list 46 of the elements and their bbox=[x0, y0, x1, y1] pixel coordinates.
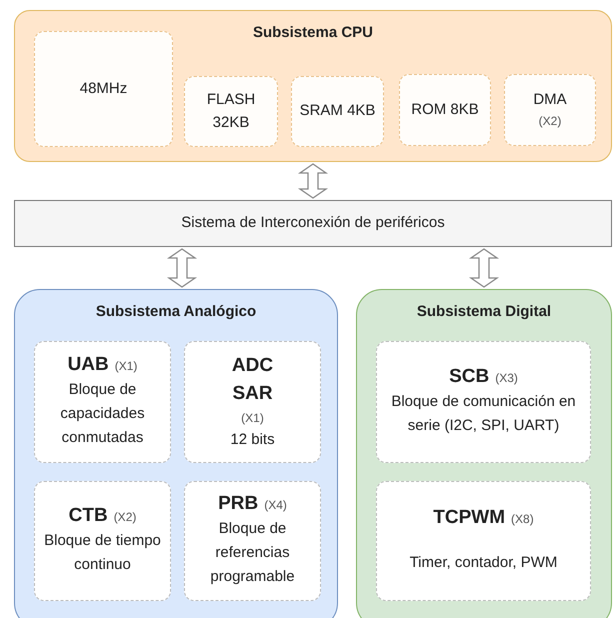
processor-block bbox=[34, 31, 173, 147]
block-name: ADC SAR bbox=[230, 354, 274, 406]
panel-title: Subsistema Digital bbox=[416, 303, 552, 320]
digital-block bbox=[376, 341, 591, 463]
instance-count: (X8) bbox=[511, 512, 534, 526]
memory-block bbox=[399, 74, 491, 146]
panel-title: Subsistema CPU bbox=[252, 24, 374, 41]
block-description: Bloque de capacidades conmutadas bbox=[59, 380, 146, 448]
block-label: SRAM 4KB bbox=[300, 101, 376, 122]
analog-block bbox=[34, 481, 171, 601]
block-name: DMA bbox=[533, 90, 567, 110]
panel-title: Subsistema Analógico bbox=[94, 303, 258, 320]
instance-count: (X1) bbox=[241, 410, 264, 427]
block-name: PRB bbox=[218, 493, 258, 515]
instance-count: (X2) bbox=[114, 510, 136, 524]
memory-block bbox=[291, 76, 384, 147]
memory-block bbox=[184, 76, 278, 147]
instance-count: (X2) bbox=[538, 113, 562, 130]
block-description: Bloque de tiempo continuo bbox=[43, 531, 162, 575]
instance-count: (X1) bbox=[114, 359, 138, 373]
block-description: Bloque de referencias programable bbox=[209, 519, 296, 587]
subsystem-panel bbox=[356, 289, 612, 618]
double-arrow bbox=[298, 163, 328, 199]
subsystem-panel bbox=[14, 289, 338, 618]
analog-block bbox=[184, 481, 321, 601]
analog-block bbox=[34, 341, 171, 463]
instance-count: (X4) bbox=[264, 498, 287, 512]
bus-label: Sistema de Interconexión de periféricos bbox=[181, 213, 445, 234]
block-label: FLASH 32KB bbox=[206, 90, 256, 132]
block-name: CTB bbox=[68, 505, 108, 527]
analog-block bbox=[184, 341, 321, 463]
instance-count: (X3) bbox=[495, 371, 518, 385]
block-name: SCB bbox=[449, 366, 490, 388]
subsystem-panel bbox=[14, 10, 612, 162]
double-arrow bbox=[166, 248, 198, 288]
double-arrow bbox=[468, 248, 500, 288]
digital-block bbox=[376, 481, 591, 601]
block-description: Timer, contador, PWM bbox=[410, 553, 558, 573]
block-label: ROM 8KB bbox=[411, 100, 479, 120]
block-name: TCPWM bbox=[433, 507, 506, 529]
block-description: 12 bits bbox=[230, 430, 275, 450]
block-description: Bloque de comunicación en serie (I2C, SPI, UART) bbox=[390, 392, 577, 436]
interconnect-bar bbox=[14, 200, 612, 247]
dma-block bbox=[504, 74, 596, 146]
block-label: 48MHz bbox=[80, 78, 128, 99]
block-name: UAB bbox=[68, 354, 109, 376]
